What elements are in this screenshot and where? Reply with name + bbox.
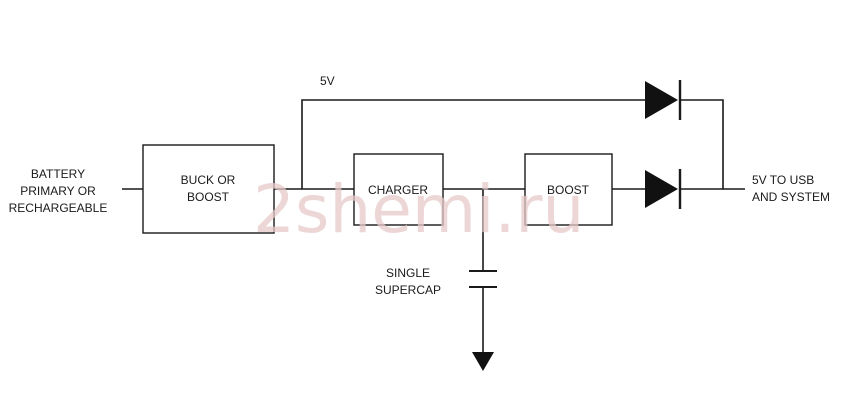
watermark: 2shemi.ru xyxy=(253,171,584,248)
top-diode xyxy=(645,80,682,120)
rail-voltage-label: 5V xyxy=(320,74,335,88)
wiring xyxy=(122,99,745,352)
diode-combine-wire xyxy=(680,99,724,190)
buck-or-boost-block xyxy=(142,144,275,234)
charger-block xyxy=(353,153,444,226)
output-label-line-2: AND SYSTEM xyxy=(752,190,830,204)
battery-label-line-3: RECHARGEABLE xyxy=(9,201,108,215)
boost-label: BOOST xyxy=(547,183,590,197)
battery-label-line-1: BATTERY xyxy=(31,167,85,181)
charger-label: CHARGER xyxy=(368,183,428,197)
buck-or-boost-label-line-2: BOOST xyxy=(187,190,230,204)
output-label-line-1: 5V TO USB xyxy=(752,173,814,187)
battery-label-line-2: PRIMARY OR xyxy=(20,184,96,198)
supercap-label-line-1: SINGLE xyxy=(386,266,430,280)
boost-block xyxy=(524,153,613,226)
bottom-diode xyxy=(645,169,682,209)
supercap-symbol xyxy=(469,270,497,288)
supercap-label-line-2: SUPERCAP xyxy=(375,283,441,297)
bottom-diode-triangle xyxy=(645,170,678,208)
ground-arrow-icon xyxy=(472,352,494,371)
5v-bypass-rail xyxy=(301,99,645,189)
top-diode-triangle xyxy=(645,81,678,119)
buck-or-boost-label-line-1: BUCK OR xyxy=(181,173,236,187)
